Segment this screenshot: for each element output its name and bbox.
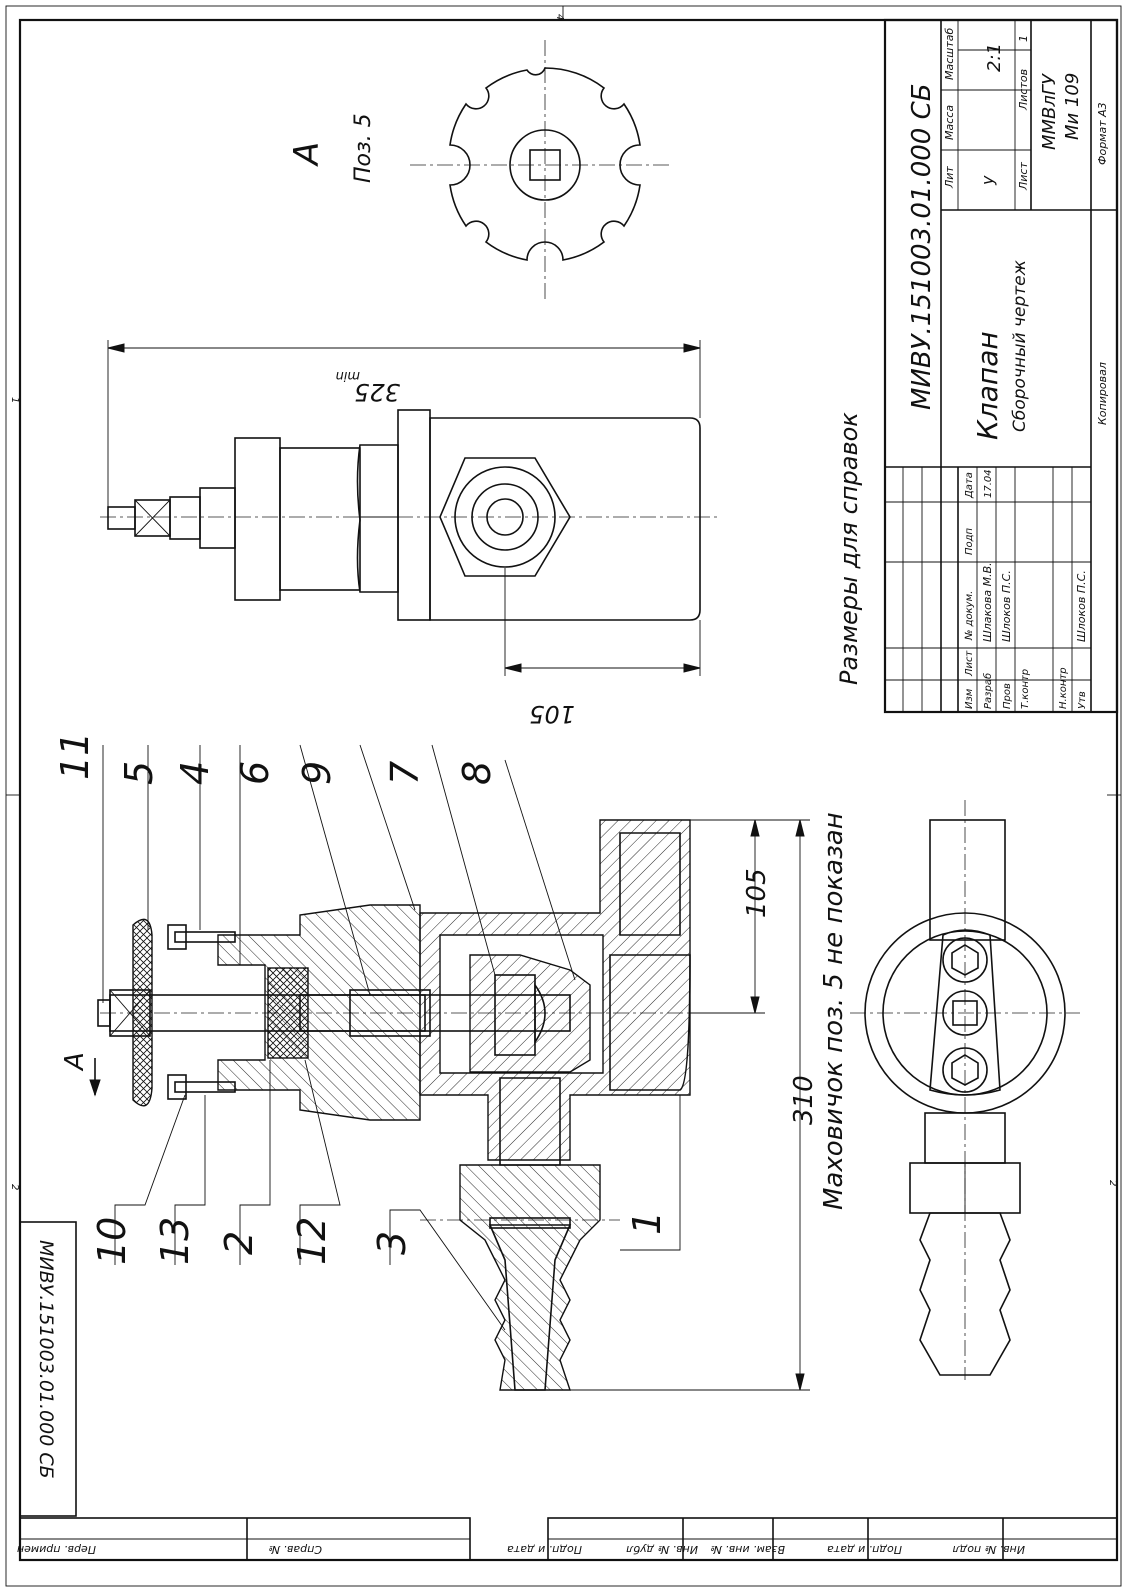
role-list: Лист <box>964 649 975 677</box>
title-name: Клапан <box>971 331 1004 440</box>
view-a-label: А <box>287 142 327 167</box>
role-nkontr: Н.контр <box>1058 667 1069 709</box>
pos-13: 13 <box>153 1217 197 1265</box>
role-doc: № докум. <box>964 591 975 641</box>
sheets-header: Листов <box>1017 69 1030 111</box>
section-arrow-label: А <box>60 1052 90 1072</box>
label-inv-dubl: Инв. № дубл <box>626 1543 698 1556</box>
group: Ми 109 <box>1062 73 1083 140</box>
zone-mark-left-1: 1 <box>9 397 20 403</box>
role-utv: Утв <box>1077 691 1088 709</box>
role-prov: Пров <box>1002 683 1013 709</box>
utv-name: Шлоков П.С. <box>1075 570 1088 642</box>
fitting-part-3 <box>459 1164 601 1391</box>
view-a: А Поз. 5 <box>287 40 672 300</box>
pos-12: 12 <box>290 1217 334 1265</box>
dim-310: 310 <box>789 1075 819 1125</box>
lit-value: у <box>978 175 997 186</box>
scale-value: 2:1 <box>984 43 1005 72</box>
label-sprav: Справ. № <box>268 1543 322 1556</box>
outer-border <box>5 5 1122 1587</box>
bonnet <box>217 904 421 1121</box>
handwheel <box>132 918 153 1107</box>
inner-frame <box>18 18 1119 1562</box>
dim-325-suffix: min <box>335 368 360 383</box>
note-handwheel: Маховичок поз. 5 не показан <box>819 812 849 1210</box>
pos-8: 8 <box>455 761 499 785</box>
label-inv-podl: Инв. № подл <box>953 1543 1025 1556</box>
zone-mark-top: 4 <box>554 14 565 20</box>
view-a-pos: Поз. 5 <box>351 113 376 183</box>
title-block: МИВУ.151003.01.000 СБ Клапан Сборочный ч… <box>883 18 1119 714</box>
dim-105-top: 105 <box>529 700 575 728</box>
handwheel-outline <box>449 67 641 261</box>
note-reference: Размеры для справок <box>835 412 863 685</box>
lit-header: Лит <box>943 166 956 189</box>
copied-label: Копировал <box>1096 362 1109 425</box>
pos-1: 1 <box>625 1211 669 1235</box>
organization: ММВлГУ <box>1039 73 1060 150</box>
pos-9: 9 <box>295 761 339 785</box>
role-date: Дата <box>964 472 975 499</box>
dim-105-main: 105 <box>742 868 772 918</box>
sheet-header: Лист <box>1017 162 1030 191</box>
label-podp-data-2: Подп. и дата <box>827 1543 902 1556</box>
role-sign: Подп <box>964 527 975 555</box>
pos-10: 10 <box>90 1217 134 1265</box>
pos-11: 11 <box>53 732 97 780</box>
role-izm: Изм <box>964 688 975 709</box>
zone-mark-right-2: 2 <box>1107 1180 1118 1186</box>
role-tkontr: Т.контр <box>1020 669 1031 709</box>
pos-7: 7 <box>383 761 427 785</box>
pos-6: 6 <box>233 761 277 785</box>
side-strip: Перв. примен Справ. № Подп. и дата Инв. … <box>17 1517 1118 1561</box>
section-view: А 105 310 Маховичок поз. 5 не показан <box>60 744 849 1391</box>
prov-name: Шлоков П.С. <box>1000 570 1013 642</box>
valve-disc <box>469 954 591 1073</box>
format-label: Формат А3 <box>1096 102 1109 165</box>
title-designation: МИВУ.151003.01.000 СБ <box>907 83 937 410</box>
scale-header: Масштаб <box>943 28 956 80</box>
rotated-designation: МИВУ.151003.01.000 СБ <box>35 1240 57 1479</box>
razrab-name: Шлакова М.В. <box>981 562 994 642</box>
packing <box>267 967 309 1059</box>
body-part-1 <box>419 819 691 1161</box>
rotated-designation-box <box>19 1221 77 1517</box>
top-view <box>850 800 1080 1380</box>
pos-5: 5 <box>117 761 161 785</box>
date-value: 17.04 <box>983 469 994 498</box>
title-subtitle: Сборочный чертеж <box>1010 259 1030 432</box>
label-podp-data-1: Подп. и дата <box>507 1543 582 1556</box>
zone-mark-left-2: 2 <box>9 1184 20 1190</box>
role-razrab: Разраб <box>982 673 994 709</box>
sheets-value: 1 <box>1017 35 1030 42</box>
pos-2: 2 <box>217 1231 261 1255</box>
pos-4: 4 <box>173 761 217 785</box>
label-vzam: Взам. инв. № <box>710 1543 785 1556</box>
dim-325: 325 <box>354 378 400 406</box>
mass-header: Масса <box>943 105 956 140</box>
side-view: 325 min 105 <box>100 340 720 728</box>
label-perv-primen: Перв. примен <box>17 1543 96 1556</box>
pos-3: 3 <box>370 1231 414 1255</box>
